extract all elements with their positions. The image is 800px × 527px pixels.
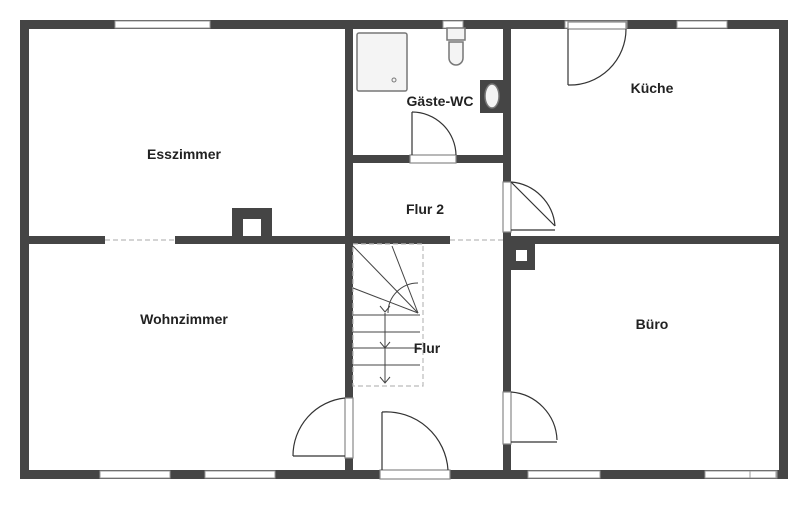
openings [105,236,503,244]
shower-icon [356,32,408,92]
doors [292,21,627,480]
room-label-gaeste-wc: Gäste-WC [407,93,474,109]
room-label-flur2: Flur 2 [406,201,444,217]
room-label-wohnzimmer: Wohnzimmer [140,311,228,327]
room-label-kueche: Küche [631,80,674,96]
sink-icon [484,83,500,109]
staircase [352,243,424,387]
room-label-esszimmer: Esszimmer [147,146,221,162]
room-label-buero: Büro [636,316,669,332]
room-label-flur: Flur [414,340,441,356]
toilet-icon [446,27,466,41]
windows [99,20,778,479]
bathroom-fixtures [356,27,503,113]
